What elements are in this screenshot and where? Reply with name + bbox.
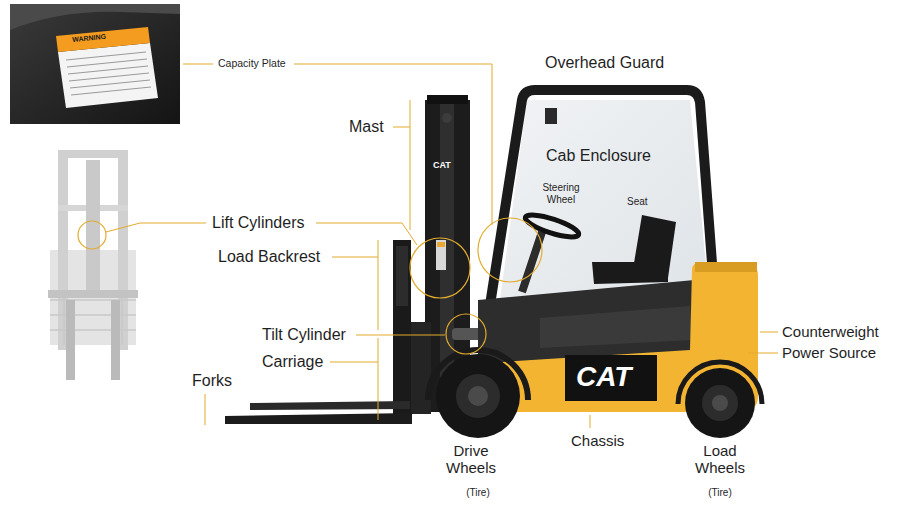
front-view-inset bbox=[48, 150, 138, 380]
part-label: Mast bbox=[349, 118, 384, 136]
part-label: Cab Enclosure bbox=[546, 147, 651, 165]
part-label: Capacity Plate bbox=[218, 57, 286, 69]
plate-warning-text: WARNING bbox=[72, 33, 106, 44]
mirror bbox=[545, 108, 557, 124]
overhead-guard bbox=[490, 90, 714, 305]
part-label: Seat bbox=[627, 196, 648, 208]
part-label: Forks bbox=[192, 372, 232, 390]
callout-circles bbox=[410, 218, 542, 354]
brand-logo: CAT bbox=[576, 361, 631, 393]
part-label: Load Backrest bbox=[218, 248, 320, 266]
part-label: Lift Cylinders bbox=[212, 214, 304, 232]
part-label: Power Source bbox=[782, 344, 876, 361]
logo-panel bbox=[565, 355, 657, 401]
backrest-panel bbox=[396, 246, 408, 306]
part-label: Chassis bbox=[571, 432, 624, 449]
part-note: (Tire) bbox=[700, 487, 740, 499]
cab-glass bbox=[500, 100, 708, 300]
brand-logo: CAT bbox=[433, 160, 451, 170]
callout-circle bbox=[78, 221, 106, 249]
load-backrest bbox=[393, 240, 411, 422]
inset-photo bbox=[10, 4, 180, 124]
dash-edge bbox=[10, 4, 180, 30]
counterweight-top bbox=[695, 262, 757, 272]
load-wheel bbox=[685, 368, 755, 438]
seat bbox=[592, 215, 676, 284]
plate-lines bbox=[66, 52, 151, 95]
part-label: Drive Wheels bbox=[440, 442, 502, 477]
part-label: Counterweight bbox=[782, 323, 879, 340]
part-label: Load Wheels bbox=[689, 442, 751, 477]
part-label: Steering Wheel bbox=[534, 182, 588, 205]
forks bbox=[225, 401, 412, 424]
part-label: Carriage bbox=[262, 353, 323, 371]
part-note: (Tire) bbox=[458, 487, 498, 499]
drive-wheel bbox=[436, 354, 520, 438]
side-panel bbox=[540, 306, 692, 348]
part-label: Tilt Cylinder bbox=[262, 326, 346, 344]
steering-column bbox=[522, 232, 542, 292]
part-label: Overhead Guard bbox=[545, 54, 664, 72]
plate-body bbox=[58, 43, 158, 108]
capacity-plate-inset bbox=[10, 4, 180, 124]
leader-lines bbox=[106, 64, 778, 428]
plate-header bbox=[56, 27, 150, 52]
